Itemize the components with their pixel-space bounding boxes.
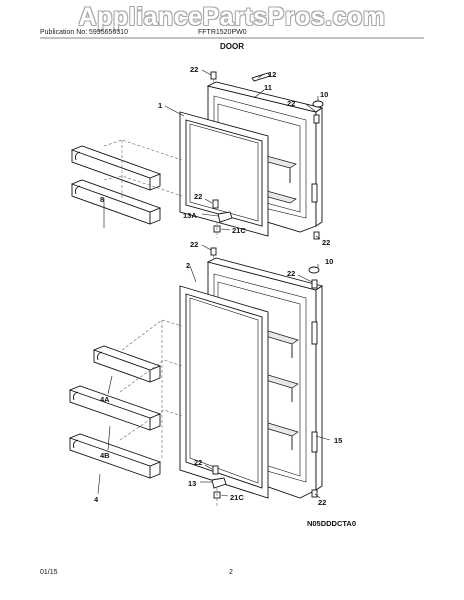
- callout-13a: 13A: [183, 211, 197, 220]
- screw-22-right-upper: [313, 114, 320, 124]
- shelf-4: [68, 433, 162, 479]
- callout-4b: 4B: [100, 451, 110, 460]
- watermark: AppliancePartsPros.com: [78, 3, 386, 31]
- callout-21c: 21C: [232, 226, 246, 235]
- publication-number: Publication No: 5995656310: [40, 29, 128, 36]
- screw-22-right-lower: [311, 279, 318, 289]
- shelf-4b: [68, 385, 162, 431]
- callout-22: 22: [194, 458, 202, 467]
- screw-22-top-lower: [210, 247, 217, 260]
- cap-10-lower: [308, 266, 320, 274]
- callout-21c: 21C: [230, 493, 244, 502]
- model-number: FFTR1520PW0: [198, 29, 247, 36]
- fresh-food-door-gasket: [179, 285, 269, 499]
- callout-22: 22: [194, 192, 202, 201]
- screw-22-mid-upper: [212, 199, 219, 209]
- screw-top-upper: [210, 71, 217, 84]
- callout-4a: 4A: [100, 395, 110, 404]
- screw-22-mid-lower: [212, 465, 219, 475]
- callout-8: 8: [100, 195, 104, 204]
- screw-22-bottom-upper: [313, 231, 320, 240]
- callout-10: 10: [320, 90, 328, 99]
- callout-11: 11: [264, 83, 272, 92]
- callout-22: 22: [322, 238, 330, 247]
- callout-13: 13: [188, 479, 196, 488]
- shelf-4a: [92, 345, 162, 383]
- freezer-door-shelf-lower: [70, 179, 162, 225]
- hinge-13a: [217, 211, 233, 223]
- callout-12: 12: [268, 70, 276, 79]
- callout-1: 1: [158, 101, 162, 110]
- footer-page-number: 2: [229, 569, 233, 576]
- callout-4: 4: [94, 495, 99, 504]
- callout-22: 22: [190, 65, 198, 74]
- callout-10: 10: [325, 257, 333, 266]
- callout-22: 22: [287, 99, 295, 108]
- section-title: DOOR: [220, 42, 244, 51]
- callout-15: 15: [334, 436, 342, 445]
- bushing-21c-lower: [213, 488, 221, 506]
- leader-lines: [97, 69, 331, 499]
- screw-22-bottom-lower: [311, 489, 318, 498]
- hinge-13: [211, 477, 227, 489]
- callout-22: 22: [287, 269, 295, 278]
- cap-10-upper: [312, 100, 324, 108]
- freezer-door-shelf-upper: [70, 145, 162, 191]
- footer-date: 01/15: [40, 569, 58, 576]
- bushing-21c-upper: [213, 222, 221, 238]
- freezer-door-gasket: [179, 111, 269, 237]
- callout-22: 22: [190, 240, 198, 249]
- callout-2: 2: [186, 261, 190, 270]
- diagram-code: N05DDDCTA0: [306, 519, 356, 528]
- callout-22: 22: [318, 498, 326, 507]
